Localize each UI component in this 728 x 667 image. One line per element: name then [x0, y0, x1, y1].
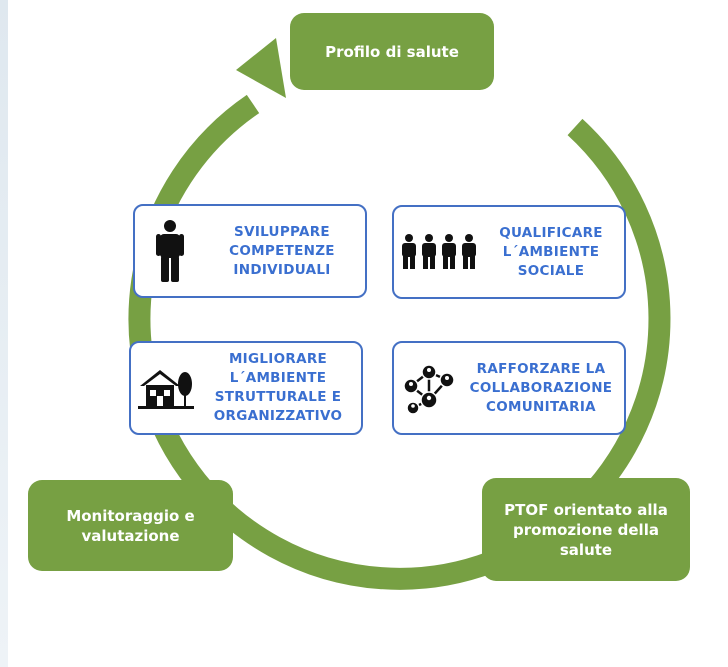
- house-icon: [131, 358, 201, 418]
- card-ambiente-sociale: QUALIFICARE L´AMBIENTE SOCIALE: [392, 205, 626, 299]
- stage-right-label: PTOF orientato alla promozione della sal…: [504, 500, 668, 559]
- stage-top-label: Profilo di salute: [325, 42, 459, 61]
- card-ambiente-strutturale: MIGLIORARE L´AMBIENTE STRUTTURALE E ORGA…: [129, 341, 363, 435]
- card-label: SVILUPPARE COMPETENZE INDIVIDUALI: [229, 223, 335, 278]
- stage-monitoraggio: Monitoraggio e valutazione: [28, 480, 233, 571]
- left-edge-strip: [0, 0, 8, 667]
- network-icon: [394, 358, 464, 418]
- stage-profilo-di-salute: Profilo di salute: [290, 13, 494, 90]
- stage-left-label: Monitoraggio e valutazione: [66, 506, 195, 545]
- arrowhead-icon: [236, 38, 286, 98]
- card-label: RAFFORZARE LA COLLABORAZIONE COMUNITARIA: [469, 360, 613, 415]
- person-icon: [135, 220, 205, 282]
- card-collaborazione-comunitaria: RAFFORZARE LA COLLABORAZIONE COMUNITARIA: [392, 341, 626, 435]
- group-icon: [394, 222, 484, 282]
- stage-ptof: PTOF orientato alla promozione della sal…: [482, 478, 690, 581]
- card-label: QUALIFICARE L´AMBIENTE SOCIALE: [499, 224, 603, 279]
- card-competenze-individuali: SVILUPPARE COMPETENZE INDIVIDUALI: [133, 204, 367, 298]
- card-label: MIGLIORARE L´AMBIENTE STRUTTURALE E ORGA…: [213, 351, 343, 424]
